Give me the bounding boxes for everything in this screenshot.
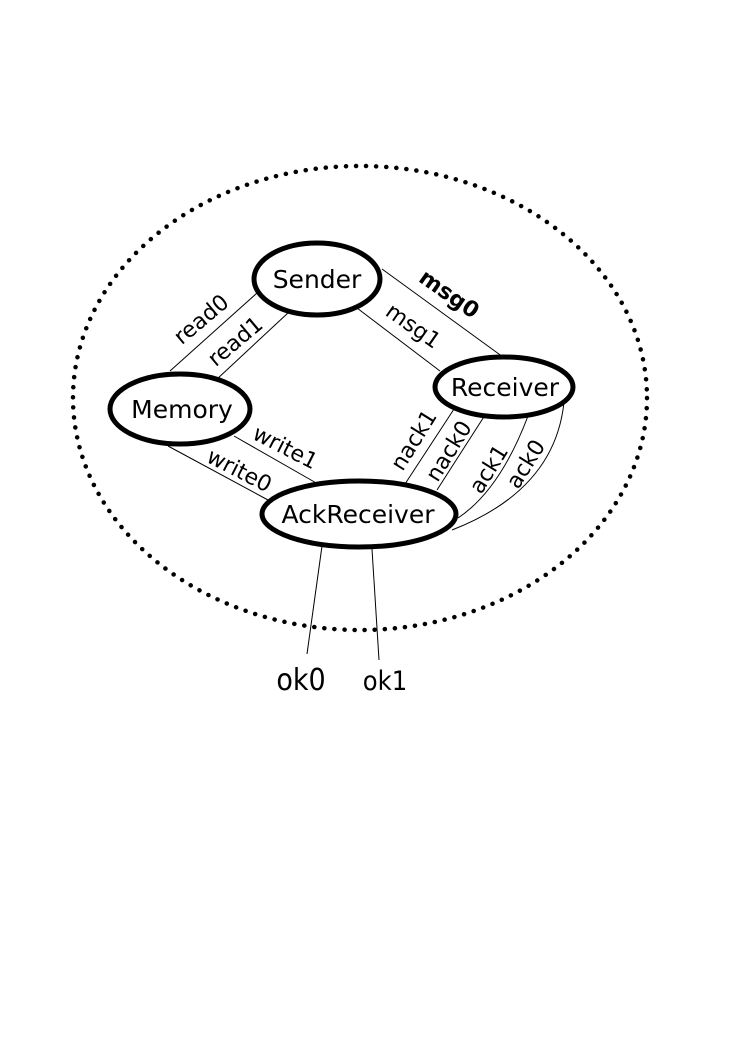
edge-ok0 (306, 545, 323, 655)
receiver-label: Receiver (451, 373, 560, 402)
sender-label: Sender (273, 265, 362, 294)
node-ack-receiver (259, 478, 459, 550)
edge-nack1 (404, 405, 457, 485)
node-sender (251, 240, 383, 318)
label-write0: write0 (202, 444, 275, 498)
edge-ok1 (371, 548, 380, 661)
label-ack1: ack1 (465, 441, 514, 499)
edge-nack0 (436, 411, 488, 491)
edge-ack1 (457, 415, 529, 519)
edge-write1 (233, 435, 319, 485)
edge-read1 (215, 311, 290, 381)
node-receiver (432, 354, 576, 420)
system-boundary (70, 163, 650, 633)
edge-msg1 (356, 307, 441, 372)
label-ack0: ack0 (502, 436, 551, 494)
edge-ack0 (451, 401, 565, 531)
edge-msg0 (381, 268, 504, 358)
output-ok1: ok1 (363, 666, 407, 697)
edge-read0 (169, 292, 258, 372)
memory-label: Memory (131, 395, 233, 424)
output-ok0: ok0 (276, 663, 325, 698)
label-msg0: msg0 (414, 265, 483, 324)
ack-receiver-label: AckReceiver (281, 500, 435, 529)
node-memory (107, 371, 253, 447)
edge-write0 (167, 445, 269, 501)
